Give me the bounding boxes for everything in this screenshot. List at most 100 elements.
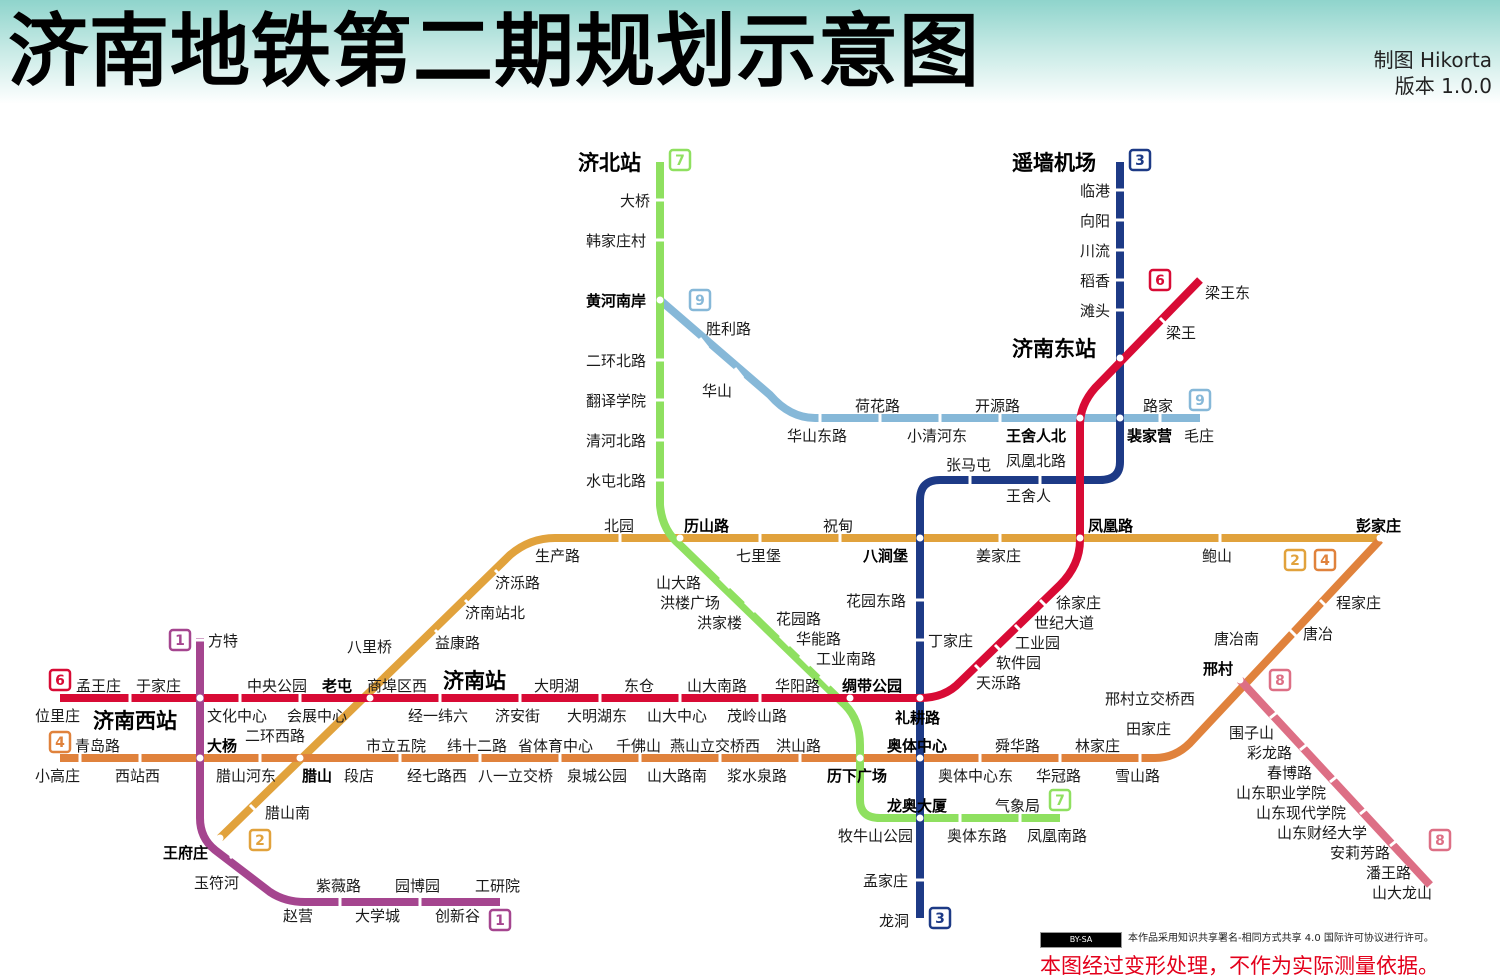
station-label[interactable]: 济安街 xyxy=(495,707,540,725)
station-label[interactable]: 梁王 xyxy=(1166,324,1196,342)
station-label[interactable]: 软件园 xyxy=(996,654,1041,672)
station-label[interactable]: 纬十二路 xyxy=(447,737,507,755)
station-label[interactable]: 奥体东路 xyxy=(947,827,1007,845)
station-label[interactable]: 工业园 xyxy=(1015,634,1060,652)
station-label[interactable]: 青岛路 xyxy=(75,737,120,755)
station-label[interactable]: 徐家庄 xyxy=(1056,594,1101,612)
station-label[interactable]: 工研院 xyxy=(475,877,520,895)
station-label[interactable]: 生产路 xyxy=(535,547,580,565)
station-label[interactable]: 川流 xyxy=(1080,242,1110,260)
station-label[interactable]: 腊山南 xyxy=(265,804,310,822)
station-label[interactable]: 黄河南岸 xyxy=(586,292,646,310)
station-label[interactable]: 商埠区西 xyxy=(367,677,427,695)
station-label[interactable]: 园博园 xyxy=(395,877,440,895)
station-label[interactable]: 唐冶 xyxy=(1303,625,1333,643)
line-2-badge[interactable]: 2 xyxy=(248,828,272,852)
cc-license-icon[interactable]: BY-SA xyxy=(1040,932,1122,948)
station-label[interactable]: 邢村立交桥西 xyxy=(1105,690,1195,708)
station-label[interactable]: 二环北路 xyxy=(586,352,646,370)
station-label[interactable]: 王府庄 xyxy=(163,844,208,862)
station-label[interactable]: 奥体中心东 xyxy=(938,767,1013,785)
station-label[interactable]: 围子山 xyxy=(1229,724,1274,742)
station-label[interactable]: 王舍人 xyxy=(1006,487,1051,505)
station-label[interactable]: 荷花路 xyxy=(855,397,900,415)
station-label[interactable]: 济北站 xyxy=(578,151,641,175)
station-label[interactable]: 舜华路 xyxy=(995,737,1040,755)
station-label[interactable]: 西站西 xyxy=(115,767,160,785)
station-label[interactable]: 老屯 xyxy=(321,677,352,695)
station-label[interactable]: 姜家庄 xyxy=(976,547,1021,565)
station-label[interactable]: 潘王路 xyxy=(1366,864,1411,882)
station-label[interactable]: 山东职业学院 xyxy=(1236,784,1326,802)
line-3-badge[interactable]: 3 xyxy=(1128,148,1152,172)
station-label[interactable]: 大桥 xyxy=(620,192,650,210)
station-label[interactable]: 济南西站 xyxy=(93,709,177,733)
station-label[interactable]: 大杨 xyxy=(207,737,237,755)
station-label[interactable]: 山东财经大学 xyxy=(1277,824,1367,842)
station-label[interactable]: 雪山路 xyxy=(1115,767,1160,785)
station-label[interactable]: 唐冶南 xyxy=(1214,630,1259,648)
line-7-badge[interactable]: 7 xyxy=(1048,788,1072,812)
station-label[interactable]: 八一立交桥 xyxy=(478,767,553,785)
station-label[interactable]: 梁王东 xyxy=(1205,284,1250,302)
line-8-badge[interactable]: 8 xyxy=(1268,668,1292,692)
station-label[interactable]: 中央公园 xyxy=(247,677,307,695)
station-label[interactable]: 北园 xyxy=(604,517,634,535)
station-label[interactable]: 胜利路 xyxy=(706,320,751,338)
line-2-badge[interactable]: 2 xyxy=(1283,548,1307,572)
station-label[interactable]: 华山东路 xyxy=(787,427,847,445)
station-label[interactable]: 毛庄 xyxy=(1184,427,1214,445)
station-label[interactable]: 王舍人北 xyxy=(1006,427,1066,445)
station-label[interactable]: 路家 xyxy=(1143,397,1173,415)
station-label[interactable]: 洪楼广场 xyxy=(660,594,720,612)
station-label[interactable]: 向阳 xyxy=(1080,212,1110,230)
station-label[interactable]: 会展中心 xyxy=(287,707,347,725)
station-label[interactable]: 遥墙机场 xyxy=(1012,151,1096,175)
station-label[interactable]: 春博路 xyxy=(1267,764,1312,782)
station-label[interactable]: 花园路 xyxy=(776,610,821,628)
station-label[interactable]: 洪山路 xyxy=(776,737,821,755)
station-label[interactable]: 田家庄 xyxy=(1126,720,1171,738)
station-label[interactable]: 茂岭山路 xyxy=(727,707,787,725)
station-label[interactable]: 世纪大道 xyxy=(1034,614,1094,632)
station-label[interactable]: 历下广场 xyxy=(827,767,887,785)
station-label[interactable]: 玉符河 xyxy=(194,874,239,892)
station-label[interactable]: 创新谷 xyxy=(435,907,480,925)
station-label[interactable]: 八里桥 xyxy=(347,638,392,656)
station-label[interactable]: 牧牛山公园 xyxy=(838,827,913,845)
station-label[interactable]: 绸带公园 xyxy=(842,677,902,695)
station-label[interactable]: 济南站北 xyxy=(465,604,525,622)
station-label[interactable]: 华山 xyxy=(702,382,732,400)
station-label[interactable]: 孟王庄 xyxy=(76,677,121,695)
station-label[interactable]: 洪家楼 xyxy=(697,614,742,632)
line-8-badge[interactable]: 8 xyxy=(1428,828,1452,852)
station-label[interactable]: 礼耕路 xyxy=(895,709,941,727)
station-label[interactable]: 济南东站 xyxy=(1012,337,1096,361)
station-label[interactable]: 裴家营 xyxy=(1126,427,1172,445)
station-label[interactable]: 济南站 xyxy=(443,669,506,693)
station-label[interactable]: 清河北路 xyxy=(586,432,646,450)
station-label[interactable]: 龙奥大厦 xyxy=(886,797,948,815)
station-label[interactable]: 方特 xyxy=(208,632,238,650)
station-label[interactable]: 工业南路 xyxy=(816,650,876,668)
station-label[interactable]: 七里堡 xyxy=(736,547,781,565)
line-9-badge[interactable]: 9 xyxy=(688,288,712,312)
station-label[interactable]: 天泺路 xyxy=(976,674,1021,692)
station-label[interactable]: 临港 xyxy=(1080,182,1110,200)
line-6-badge[interactable]: 6 xyxy=(48,668,72,692)
station-label[interactable]: 燕山立交桥西 xyxy=(670,737,760,755)
station-label[interactable]: 山大龙山 xyxy=(1372,884,1432,902)
station-label[interactable]: 凤凰路 xyxy=(1088,517,1134,535)
station-label[interactable]: 鲍山 xyxy=(1202,547,1232,565)
station-label[interactable]: 段店 xyxy=(344,767,374,785)
station-label[interactable]: 济泺路 xyxy=(495,574,540,592)
station-label[interactable]: 经一纬六 xyxy=(408,707,468,725)
station-label[interactable]: 八涧堡 xyxy=(862,547,908,565)
station-label[interactable]: 山大中心 xyxy=(647,707,707,725)
station-label[interactable]: 历山路 xyxy=(684,517,730,535)
station-label[interactable]: 彩龙路 xyxy=(1247,744,1292,762)
station-label[interactable]: 翻译学院 xyxy=(586,392,646,410)
station-label[interactable]: 气象局 xyxy=(995,797,1040,815)
station-label[interactable]: 文化中心 xyxy=(207,707,267,725)
line-1-badge[interactable]: 1 xyxy=(488,908,512,932)
